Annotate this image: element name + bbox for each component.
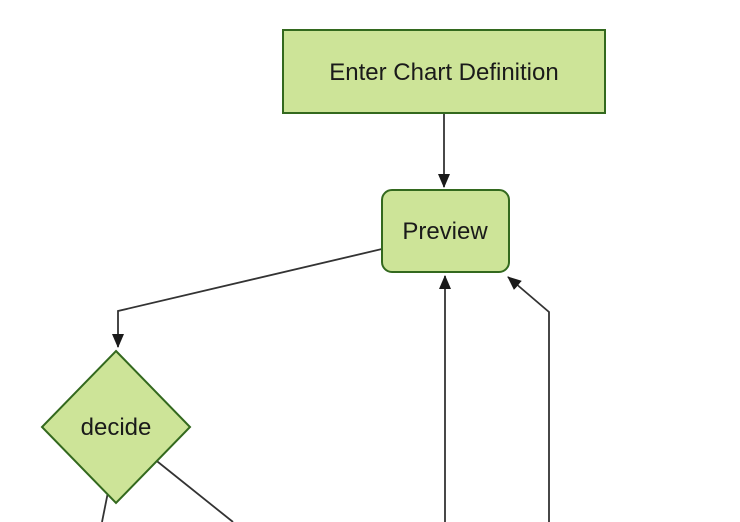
node-enter-chart-definition-label: Enter Chart Definition <box>329 59 558 86</box>
node-decide: decide <box>40 349 192 505</box>
edge-preview-to-decide <box>112 248 383 348</box>
nodes-layer: Enter Chart Definition Preview decide <box>40 29 606 505</box>
node-enter-chart-definition-shape <box>282 29 606 114</box>
node-decide-label: decide <box>81 414 152 441</box>
node-enter-chart-definition: Enter Chart Definition <box>282 29 606 114</box>
node-decide-shape <box>40 349 192 505</box>
node-preview-shape <box>381 189 510 273</box>
edge-bottom-to-preview-corner <box>507 276 550 522</box>
node-preview-label: Preview <box>402 218 488 245</box>
edges-layer <box>101 113 550 522</box>
node-preview: Preview <box>381 189 510 273</box>
